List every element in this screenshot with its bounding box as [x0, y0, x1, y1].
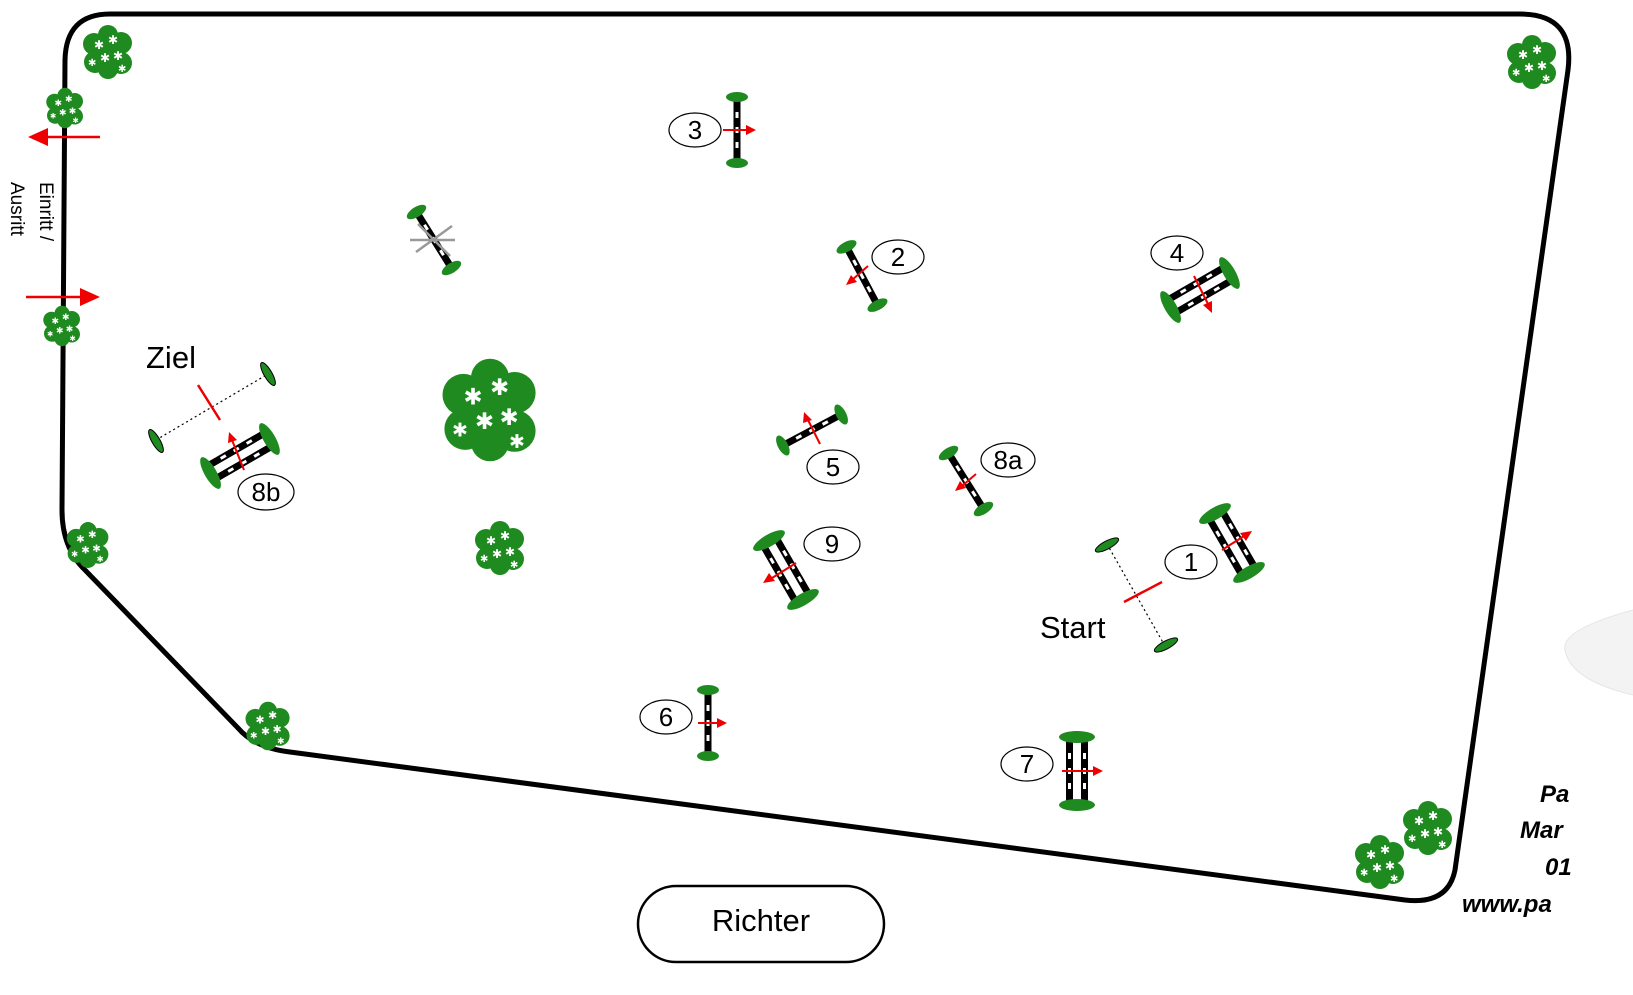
bush-entrance-top: [46, 87, 83, 129]
obstacle-5-number: 5: [826, 452, 840, 482]
sponsor-line-4: www.pa: [1462, 891, 1552, 918]
judge-box: [636, 884, 886, 964]
obstacle-8a-badge: [980, 442, 1036, 478]
obstacle-5-badge: [806, 449, 860, 485]
finish-label: Ziel: [146, 340, 196, 375]
bush-center-small: [475, 521, 524, 575]
judge-label: Richter: [712, 903, 810, 938]
bush-top-right: [1507, 35, 1556, 89]
bush-entrance-bottom: [43, 305, 80, 347]
obstacle-6-arrow: [698, 718, 727, 728]
obstacle-8a-arrow: [955, 473, 977, 491]
obstacle-9-badge: [237, 473, 295, 511]
obstacle-4-number: 4: [1170, 238, 1184, 268]
obstacle-9-number: 8b: [252, 477, 281, 507]
exit-label: Ausritt: [6, 182, 27, 237]
partial-circle-right-edge: [1564, 609, 1633, 696]
obstacle-2-number: 2: [891, 242, 905, 272]
obstacle-1-badge: [1164, 544, 1218, 580]
obstacle-2-badge: [871, 239, 925, 275]
start-line: [1094, 537, 1179, 653]
bush-center-large: [442, 358, 536, 462]
obstacle-2-arrow: [846, 265, 869, 285]
obstacle-1-arrow: [1221, 531, 1252, 551]
bush-bottom-left-corner: [245, 701, 290, 751]
obstacle-8a-number: 8a: [994, 445, 1023, 475]
sponsor-line-3: 01: [1545, 854, 1572, 881]
obstacle-7-arrow: [1062, 766, 1103, 776]
obstacle-5-arrow: [803, 412, 821, 445]
obstacle-3-number: 3: [688, 115, 702, 145]
obstacle-1-number: 1: [1184, 547, 1198, 577]
obstacle-3-badge: [668, 112, 722, 148]
obstacle-8b-arrow: [763, 562, 797, 583]
entry-arrow: [26, 288, 100, 306]
sponsor-line-2: Mar: [1520, 817, 1564, 844]
start-label: Start: [1040, 610, 1106, 645]
obstacle-4-arrow: [1193, 275, 1212, 313]
obstacle-7-number: 7: [1020, 749, 1034, 779]
finish-line: [148, 362, 276, 453]
obstacle-3-arrow: [728, 125, 756, 135]
obstacle-9-arrow: [228, 432, 245, 471]
obstacle-7-badge: [1000, 746, 1054, 782]
obstacle-8b-badge: [803, 526, 861, 562]
obstacle-6-badge: [639, 699, 693, 735]
bush-top-left: [83, 25, 132, 79]
sponsor-line-1: Pa: [1540, 781, 1569, 808]
crossed-out-mark: [410, 223, 455, 257]
bush-bottom-right-2: [1355, 835, 1404, 889]
obstacle-8b-number: 9: [825, 529, 839, 559]
bush-left-corner: [66, 522, 109, 568]
obstacle-6-number: 6: [659, 702, 673, 732]
bush-bottom-right-1: [1403, 801, 1452, 855]
exit-arrow: [28, 128, 100, 146]
obstacle-4-badge: [1150, 235, 1204, 271]
entrance-label: Einritt /: [35, 182, 56, 242]
